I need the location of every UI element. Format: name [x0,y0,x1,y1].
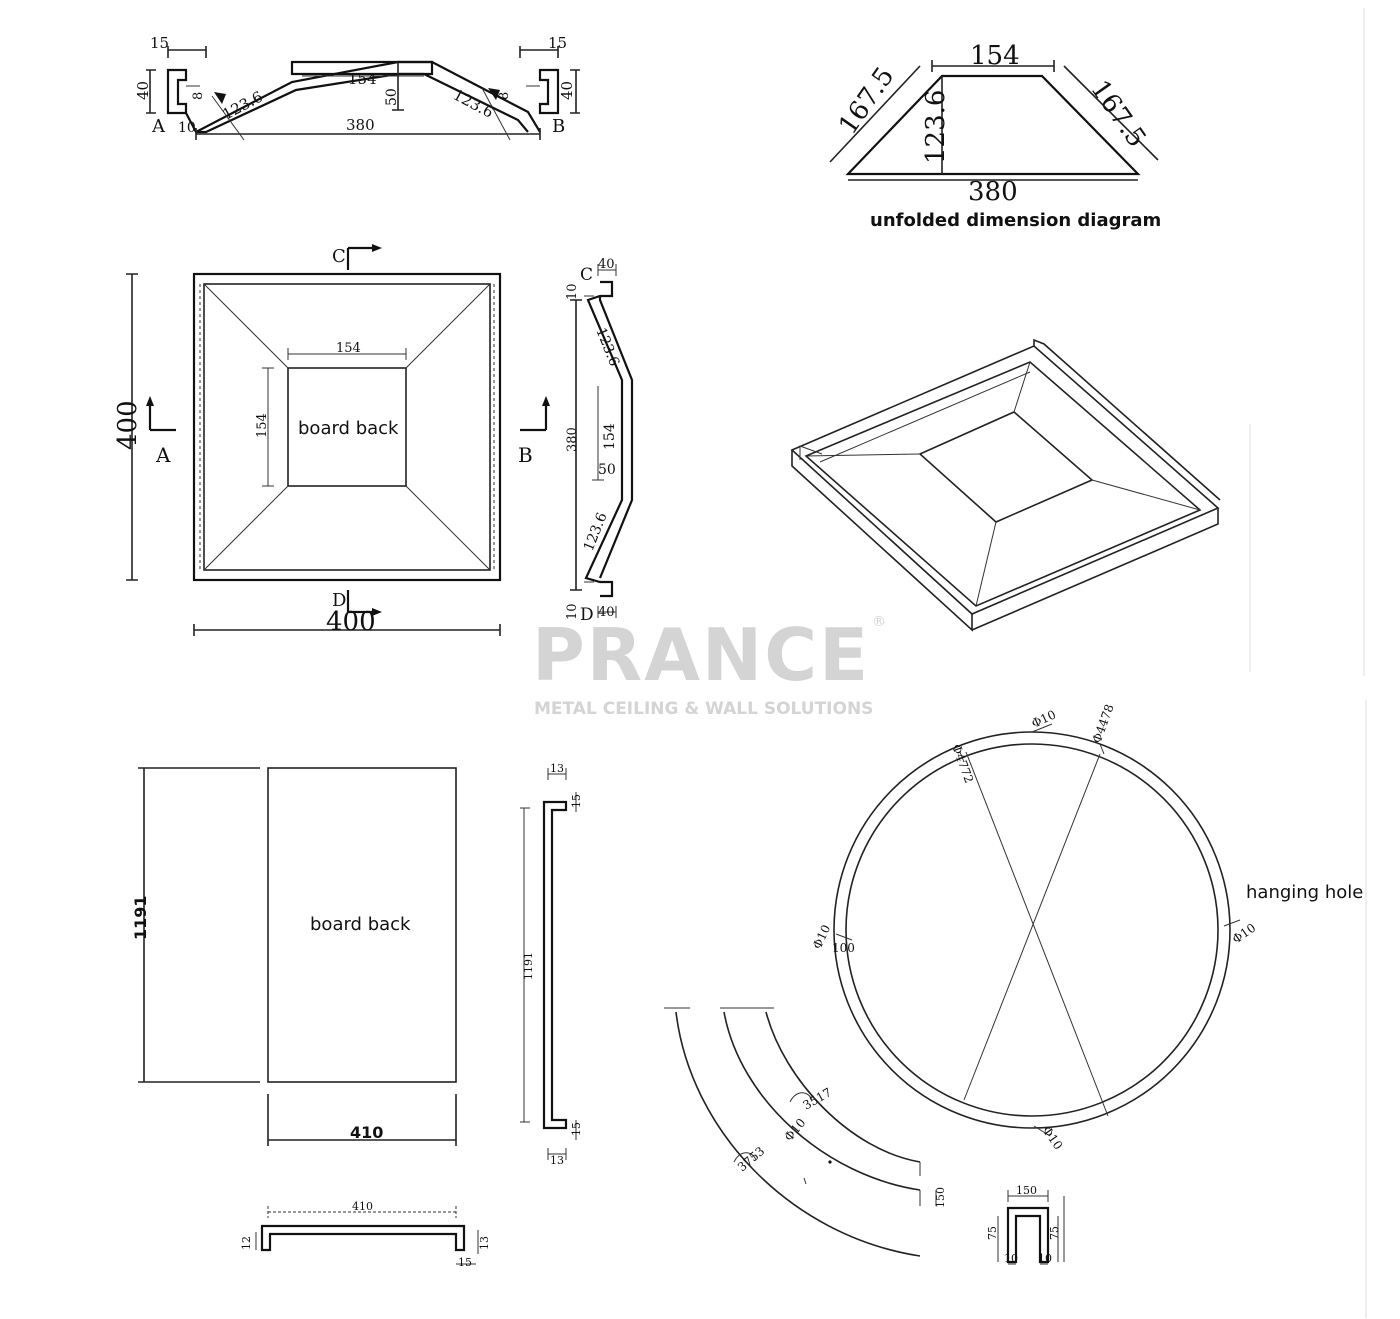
arc-r-inner: 3517 [801,1085,834,1112]
side-lip-bottom: 10 [565,603,580,620]
channel-h-left: 75 [986,1226,999,1240]
rect-center-text: board back [310,914,411,935]
channel-section: 150 75 75 10 10 [986,1184,1065,1265]
rect-bottom-right: 13 [478,1236,491,1250]
rect-bottom-width: 410 [352,1200,373,1213]
circle-plan: Φ4772 Φ10 Φ4478 hanging hole Φ10 Φ10 100… [810,702,1363,1152]
circle-hole-right: Φ10 [1230,921,1259,947]
side-middle: 154 [602,423,618,450]
unfold-caption: unfolded dimension diagram [870,210,1161,231]
rect-bottom-left: 12 [240,1236,253,1250]
circle-offset: 100 [832,941,855,955]
rect-bottom-lip: 15 [458,1256,472,1269]
sq-height: 400 [113,400,143,450]
section-label-a: A [151,116,166,137]
section-label-b: B [552,116,565,137]
sq-label-c: C [332,246,346,267]
rect-side-flange-top: 13 [550,762,564,775]
dim-return-right: 8 [497,92,512,100]
rect-side-flange-bottom: 13 [550,1154,564,1167]
arc-plan: 3517 Φ10 3753 150 [664,1007,947,1257]
watermark-brand: PRANCE [532,613,870,697]
channel-width: 150 [1016,1184,1037,1197]
side-label-c: C [580,265,593,285]
sq-inner-h: 154 [255,413,270,438]
rect-side-section: 1191 13 13 15 15 [520,762,583,1167]
unfold-bottom: 380 [968,177,1018,207]
profile-section: 15 15 40 40 8 8 10 123.6 123.6 154 50 38… [134,34,580,141]
rect-height: 1191 [131,895,150,940]
side-section: C D 40 40 10 10 123.6 123.6 154 50 380 [565,257,634,625]
rect-side-lip-top: 15 [570,794,583,808]
side-lip-top: 10 [565,283,580,300]
circle-dia-left: Φ4772 [949,742,976,785]
sq-center-text: board back [298,418,399,439]
dim-overall: 380 [346,116,375,134]
unfold-top: 154 [970,41,1020,71]
sq-width: 400 [326,607,376,637]
hanging-hole-label: hanging hole [1246,882,1363,903]
dim-flange: 15 [150,34,169,52]
dim-flange-right: 15 [548,34,567,52]
side-overall: 380 [565,427,580,452]
dim-slope: 123.6 [219,87,265,123]
dim-height-right: 40 [558,81,576,100]
sq-label-a: A [155,443,171,467]
dim-height: 40 [134,81,152,100]
dim-top: 154 [348,70,377,88]
square-plan: C D A B 400 400 154 154 board back [113,244,550,637]
arc-width: 150 [934,1187,947,1208]
rect-side-lip-bottom: 15 [570,1122,583,1136]
circle-hole-bottom: Φ10 [1040,1124,1066,1153]
sq-label-d: D [332,590,346,611]
watermark-tagline: METAL CEILING & WALL SOLUTIONS [534,699,873,719]
unfold-height: 123.6 [921,90,951,164]
channel-h-right: 75 [1048,1226,1061,1240]
rect-bottom-section: 410 12 13 15 [240,1200,491,1269]
channel-t-left: 10 [1004,1252,1018,1265]
brand-watermark: PRANCE ® METAL CEILING & WALL SOLUTIONS [532,613,886,719]
isometric-view [790,338,1221,632]
unfolded-diagram: 154 167.5 167.5 123.6 380 unfolded dimen… [829,41,1161,231]
arc-hole: Φ10 [782,1116,809,1144]
dim-return: 8 [191,92,206,100]
side-bottom-flange: 40 [598,605,615,620]
watermark-registered: ® [872,614,886,630]
rect-plan: 1191 410 board back [131,767,457,1146]
scan-edge [1249,8,1367,1318]
side-depth: 50 [598,462,616,478]
channel-t-right: 10 [1038,1252,1052,1265]
sq-label-b: B [518,443,533,467]
side-label-d: D [580,605,594,625]
dim-lip: 10 [178,120,196,136]
unfold-side-right: 167.5 [1084,75,1151,153]
rect-width: 410 [350,1123,383,1142]
side-top-flange: 40 [598,257,615,272]
arc-r-outer: 3753 [735,1144,767,1174]
circle-hole-left: Φ10 [810,923,833,952]
dim-depth: 50 [384,88,400,106]
sq-inner-w: 154 [336,341,361,356]
rect-side-height: 1191 [522,952,535,980]
circle-dia-right: Φ4478 [1090,702,1117,745]
